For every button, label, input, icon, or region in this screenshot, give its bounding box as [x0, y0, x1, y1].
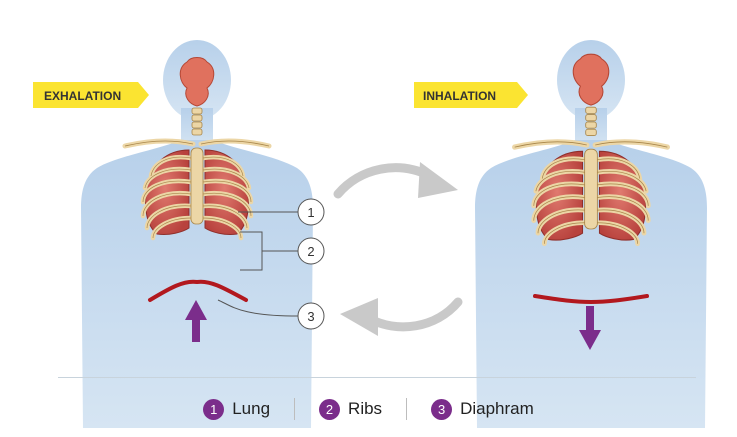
legend-label: Ribs: [348, 399, 383, 418]
inhalation-figure: [475, 40, 707, 428]
up-arrow: [185, 300, 207, 342]
legend-divider: [58, 377, 696, 378]
legend-item-lung: 1 Lung: [203, 398, 271, 420]
exhalation-figure: [81, 40, 313, 428]
callout-1: 1: [297, 198, 325, 226]
legend-separator: [406, 398, 408, 420]
callout-3-number: 3: [307, 309, 314, 324]
legend-item-diaphram: 3 Diaphram: [431, 398, 534, 420]
legend-label: Diaphram: [460, 399, 534, 418]
ribcage-lungs: [125, 58, 269, 239]
legend-badge: 3: [431, 398, 453, 420]
ribcage-lungs: [515, 54, 668, 244]
cycle-arrow-top: [333, 162, 458, 199]
exhalation-tag: EXHALATION: [33, 82, 149, 108]
down-arrow: [579, 306, 601, 350]
inhalation-tag: INHALATION: [414, 82, 528, 108]
cycle-arrow-bottom: [340, 297, 463, 336]
exhalation-label: EXHALATION: [44, 89, 121, 103]
callout-lines: [217, 211, 299, 317]
legend-label: Lung: [232, 399, 271, 418]
legend: 1 Lung 2 Ribs 3 Diaphram: [0, 393, 737, 425]
diaphragm-flat: [533, 294, 649, 305]
callout-1-number: 1: [307, 205, 314, 220]
legend-item-ribs: 2 Ribs: [319, 398, 383, 420]
diaphragm-raised: [148, 279, 248, 302]
callout-2: 2: [297, 237, 325, 265]
callout-2-number: 2: [307, 244, 314, 259]
legend-separator: [294, 398, 296, 420]
legend-badge: 1: [203, 398, 225, 420]
callout-3: 3: [297, 302, 325, 330]
legend-badge: 2: [319, 398, 341, 420]
inhalation-label: INHALATION: [423, 89, 496, 103]
